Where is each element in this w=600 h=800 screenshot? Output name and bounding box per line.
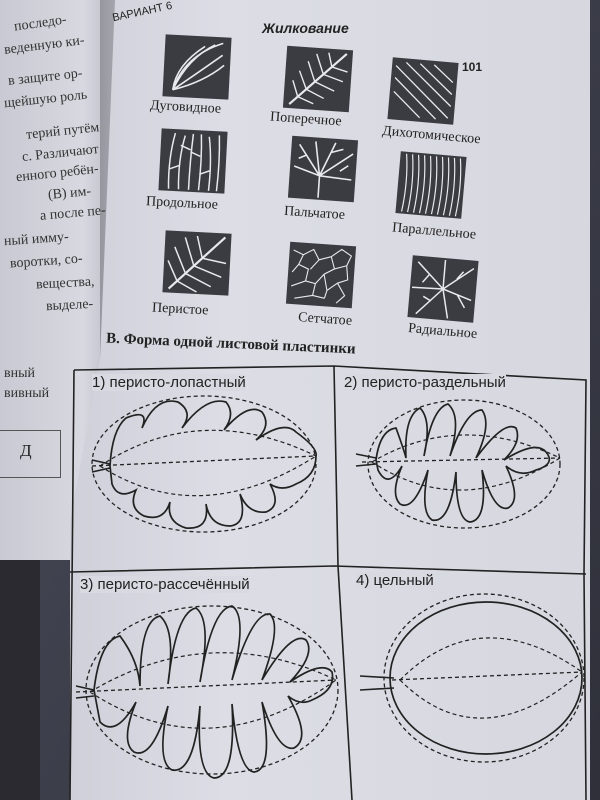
- pinnate-venation-icon: [162, 230, 232, 296]
- left-text-line: вивный: [4, 386, 50, 401]
- left-text-line: вный: [4, 366, 36, 381]
- palmate-venation-icon: [287, 135, 359, 203]
- parallel-venation-icon: [395, 151, 467, 219]
- venation-title: Жилкование: [262, 20, 349, 36]
- longitudinal-venation-icon: [158, 128, 228, 194]
- leaf-panel-label: 1) перисто-лопастный: [92, 374, 246, 391]
- pinnately-lobed-leaf-icon: [91, 395, 317, 533]
- reticulate-venation-icon: [285, 241, 357, 309]
- cell-letter: Д: [20, 441, 32, 460]
- right-page: [70, 0, 590, 800]
- transverse-venation-icon: [282, 45, 354, 113]
- page-number: 101: [462, 60, 483, 74]
- answer-table-cell: Д: [0, 430, 61, 478]
- pinnately-parted-leaf-icon: [355, 399, 561, 529]
- dichotomous-venation-icon: [387, 57, 459, 125]
- entire-leaf-icon: [359, 593, 585, 763]
- radial-venation-icon: [407, 255, 479, 323]
- leaf-panel-label: 2) перисто-раздельный: [344, 374, 506, 391]
- book-edge: [0, 560, 40, 800]
- arcuate-venation-icon: [162, 34, 232, 100]
- pinnately-dissected-leaf-icon: [75, 605, 339, 779]
- leaf-panel-label: 4) цельный: [356, 572, 434, 589]
- leaf-panel-label: 3) перисто-рассечённый: [80, 576, 250, 593]
